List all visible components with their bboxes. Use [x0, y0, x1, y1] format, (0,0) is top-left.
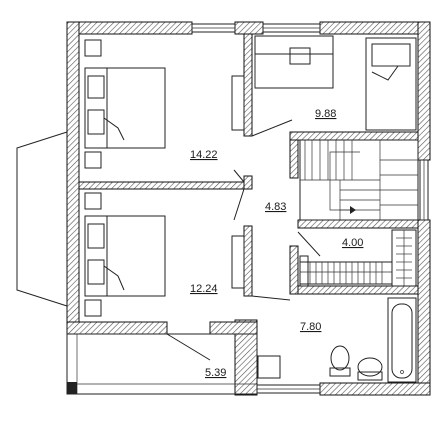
bay-window	[16, 131, 68, 307]
windows	[191, 23, 429, 394]
exterior-walls	[66, 21, 431, 396]
room-area-upper-right: 9.88	[315, 108, 336, 120]
bed-upper-left	[84, 39, 245, 169]
interior-walls	[78, 33, 419, 297]
room-area-balcony: 5.39	[205, 367, 226, 379]
bed-lower-left	[84, 192, 245, 317]
room-area-bathroom: 7.80	[300, 321, 321, 333]
area-labels: 14.22 9.88 4.83 4.00 12.24 7.80 5.39	[190, 108, 363, 379]
doors	[166, 119, 321, 361]
furniture-upper-right	[254, 35, 417, 131]
room-area-hallway: 4.83	[265, 201, 286, 213]
room-area-upper-left: 14.22	[190, 149, 218, 161]
staircase	[299, 139, 419, 221]
balcony	[66, 333, 258, 395]
closet-shelving	[299, 229, 417, 287]
room-area-closet: 4.00	[342, 237, 363, 249]
room-area-lower-left: 12.24	[190, 283, 218, 295]
bathroom-fixtures	[257, 297, 417, 383]
